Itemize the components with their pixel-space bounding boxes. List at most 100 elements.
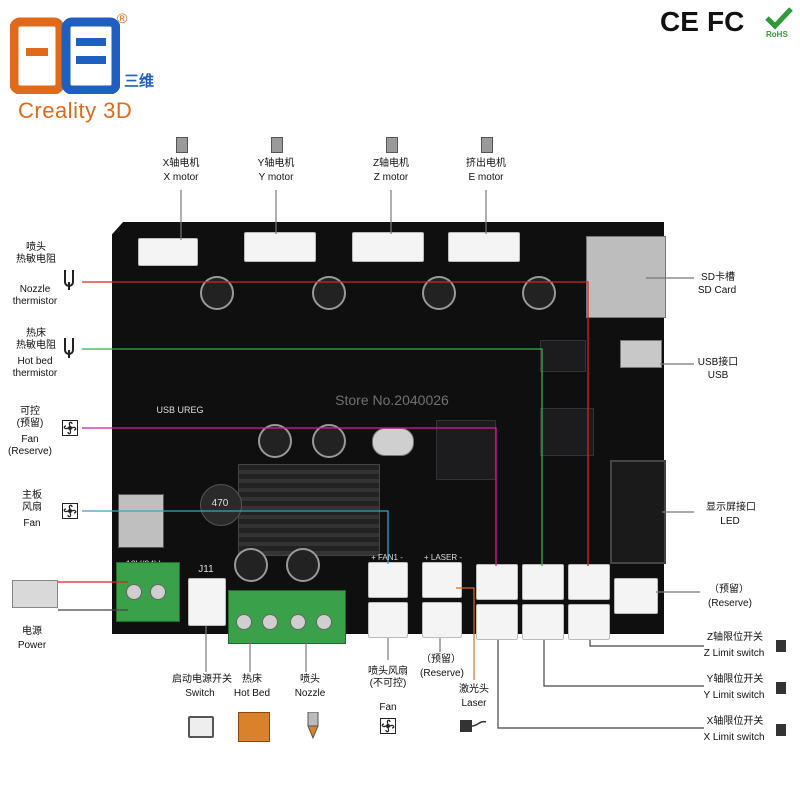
motor-x-cn: X轴电机 — [162, 158, 200, 169]
stepper-motor-icon — [176, 137, 188, 153]
z-limit-en: Z Limit switch — [703, 648, 765, 659]
fan-reserve-cn: 可控 (预留) — [16, 406, 44, 429]
reserve-bottom-cn: （预留） — [421, 654, 461, 665]
stepper-motor-icon — [271, 137, 283, 153]
nozzle-icon — [302, 711, 324, 742]
nozzle-thermistor-en: Nozzle thermistor — [12, 284, 58, 307]
x-motor-connector — [138, 238, 198, 266]
x-limit-cn: X轴限位开关 — [706, 716, 764, 727]
laser-en: Laser — [461, 698, 487, 709]
thermistor-icon — [62, 270, 76, 290]
lcd-en: LED — [720, 516, 740, 527]
board-fan-en: Fan — [23, 518, 41, 529]
fan-reserve-en: Fan (Reserve) — [8, 434, 52, 457]
switch-cn: 启动电源开关 — [172, 674, 232, 685]
nozzle-cn: 喷头 — [300, 674, 320, 685]
j11-label: J11 — [198, 564, 214, 575]
stepper-motor-icon — [481, 137, 493, 153]
motor-z-en: Z motor — [373, 172, 409, 183]
usb-port — [620, 340, 662, 368]
reserve-right-cn: （预留） — [709, 584, 749, 595]
nozzle-fan-cn: 喷头风扇 (不可控) — [368, 666, 408, 689]
lcd-header — [610, 460, 666, 564]
fan-icon — [380, 718, 396, 734]
z-motor-connector — [352, 232, 424, 262]
thermistor-header — [568, 564, 610, 600]
regulator — [118, 494, 164, 548]
motor-y-en: Y motor — [258, 172, 294, 183]
watermark: Store No.2040026 — [335, 392, 449, 408]
ce-mark: CE — [660, 6, 699, 37]
brand-cn-suffix: 三维 — [124, 73, 155, 90]
switch-en: Switch — [185, 688, 215, 699]
limit-switch-icon — [776, 640, 786, 652]
board-fan-cn: 主板 风扇 — [22, 490, 42, 513]
driver-chip — [540, 340, 586, 372]
y-limit-header — [522, 604, 564, 640]
reserve-header — [614, 578, 658, 614]
limit-switch-icon — [776, 682, 786, 694]
usb-ureg-label: USB UREG — [156, 405, 204, 415]
laser-cn: 激光头 — [459, 684, 489, 695]
capacitor — [258, 424, 292, 458]
fan-icon — [62, 420, 78, 436]
z-limit-header — [568, 604, 610, 640]
fc-mark: FC — [707, 6, 745, 37]
power-en: Power — [17, 640, 47, 651]
laser-header — [422, 562, 462, 598]
sd-card-slot — [586, 236, 666, 318]
hotbed-cn: 热床 — [242, 674, 262, 685]
nozzle-fan-en: Fan — [379, 702, 397, 713]
capacitor — [312, 424, 346, 458]
usb-chip — [540, 408, 594, 456]
x-limit-header — [476, 604, 518, 640]
fan-icon — [62, 503, 78, 519]
e-motor-connector — [448, 232, 520, 262]
motor-x-en: X motor — [163, 172, 199, 183]
thermistor-header — [522, 564, 564, 600]
laser-header-label: + LASER - — [423, 553, 462, 562]
usb-cn: USB接口 — [697, 357, 739, 368]
sd-card-cn: SD卡槽 — [701, 272, 735, 283]
laser-head-icon — [458, 716, 488, 736]
hotbed-icon — [238, 712, 270, 742]
capacitor — [234, 548, 268, 582]
x-limit-en: X Limit switch — [703, 732, 765, 743]
motor-z-cn: Z轴电机 — [372, 158, 410, 169]
rocker-switch-icon — [188, 716, 214, 738]
y-motor-connector — [244, 232, 316, 262]
brand-name: Creality 3D — [18, 98, 133, 123]
thermistor-icon — [62, 338, 76, 358]
y-limit-en: Y Limit switch — [703, 690, 765, 701]
nozzle-en: Nozzle — [294, 688, 326, 699]
nozzle-thermistor-cn: 喷头 热敏电阻 — [16, 242, 56, 265]
reserve-header-2 — [422, 602, 462, 638]
screw — [290, 614, 306, 630]
switch-connector — [188, 578, 226, 626]
inductor-label: 470 — [211, 498, 229, 509]
rohs-check-icon — [764, 6, 794, 30]
hotbed-thermistor-en: Hot bed thermistor — [12, 356, 58, 379]
power-cn: 电源 — [22, 626, 42, 637]
reserve-bottom-en: (Reserve) — [420, 668, 464, 679]
power-supply-icon — [12, 580, 58, 608]
inductor — [200, 484, 242, 526]
y-limit-cn: Y轴限位开关 — [706, 674, 764, 685]
brand-logo — [9, 14, 121, 95]
screw — [262, 614, 278, 630]
fan-header-2 — [368, 602, 408, 638]
motor-e-cn: 挤出电机 — [466, 158, 506, 169]
motor-e-en: E motor — [468, 172, 504, 183]
z-limit-cn: Z轴限位开关 — [706, 632, 764, 643]
screw — [150, 584, 166, 600]
sd-card-en: SD Card — [697, 285, 737, 296]
fan-header-label: + FAN1 - — [371, 553, 403, 562]
screw — [236, 614, 252, 630]
screw — [316, 614, 332, 630]
rohs-mark: RoHS — [766, 30, 788, 39]
lcd-cn: 显示屏接口 — [706, 502, 756, 513]
crystal — [372, 428, 414, 456]
screw — [126, 584, 142, 600]
hotbed-en: Hot Bed — [233, 688, 271, 699]
